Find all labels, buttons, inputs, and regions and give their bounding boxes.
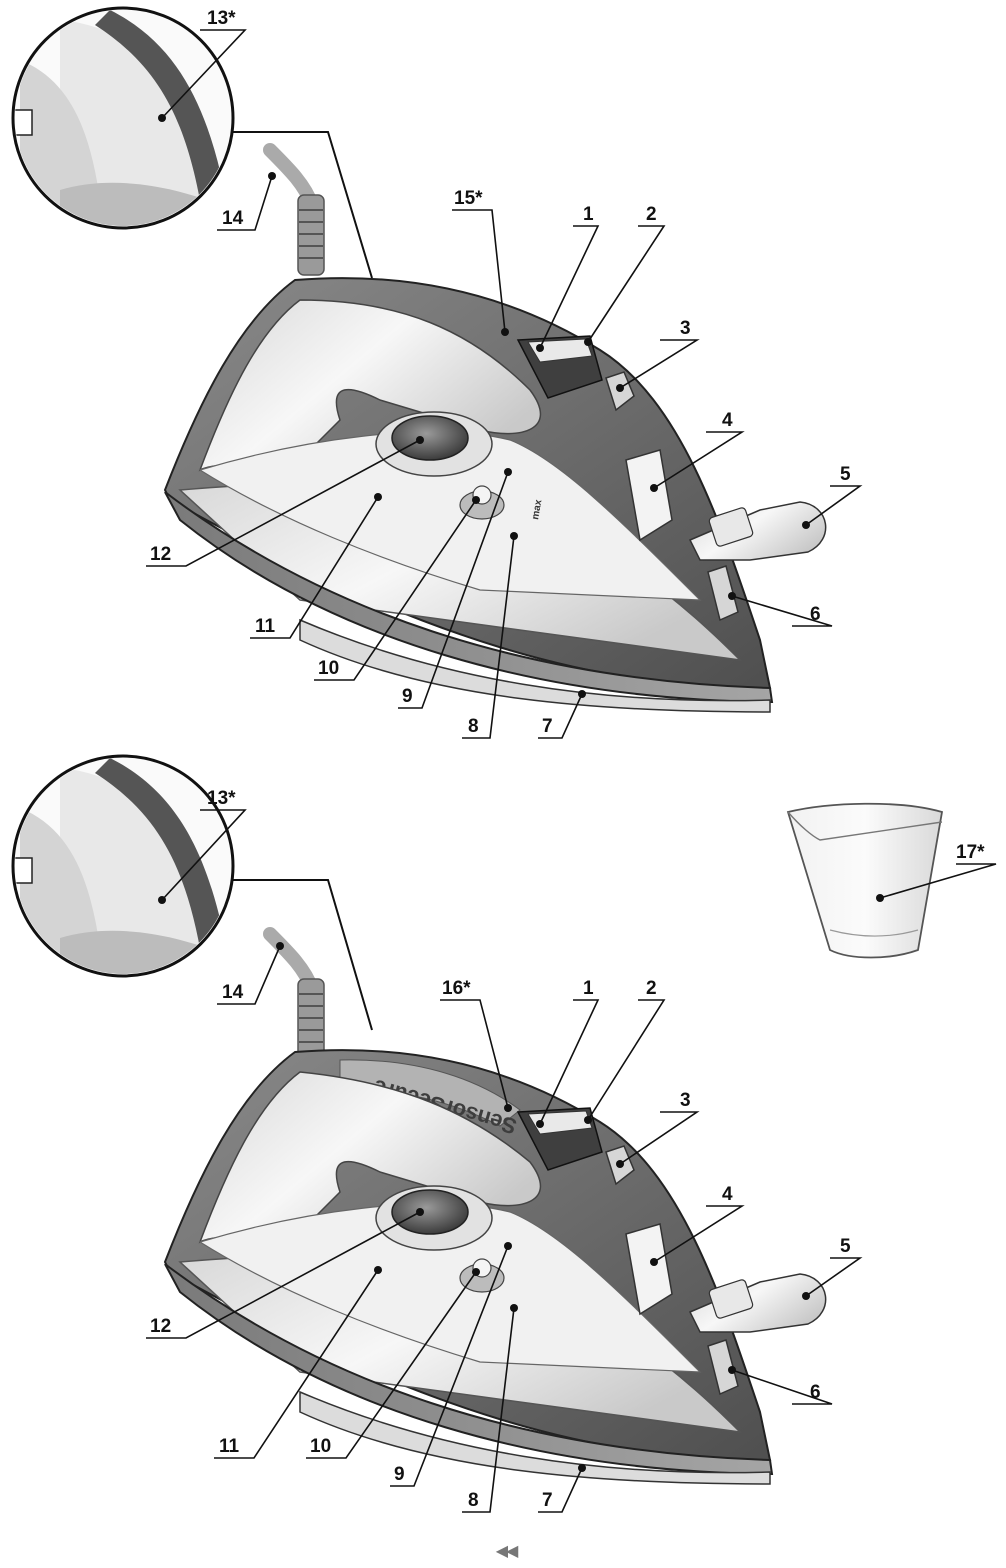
callout-label: 2 xyxy=(646,204,657,225)
callout-labels: 13* 14 16* 1 2 3 4 5 6 7 8 9 10 11 12 17… xyxy=(150,788,985,1511)
callout-label: 15* xyxy=(454,188,483,209)
callout-label: 9 xyxy=(394,1464,405,1485)
iron-body: SensorSecure xyxy=(163,1049,774,1485)
callout-label: 7 xyxy=(542,1490,553,1511)
callout-label: 12 xyxy=(150,544,171,565)
callout-dots xyxy=(158,114,810,698)
callout-label: 5 xyxy=(840,464,851,485)
magnifier-connector xyxy=(232,879,373,1031)
callout-label: 3 xyxy=(680,1090,691,1111)
callout-dots xyxy=(158,894,884,1472)
callout-label: 8 xyxy=(468,716,479,737)
callout-lines xyxy=(146,29,863,739)
callout-label: 10 xyxy=(310,1436,331,1457)
callout-label: 7 xyxy=(542,716,553,737)
callout-label: 3 xyxy=(680,318,691,339)
callout-label: 17* xyxy=(956,842,985,863)
power-cord xyxy=(263,927,325,1060)
callout-label: 16* xyxy=(442,978,471,999)
callout-label: 10 xyxy=(318,658,339,679)
callout-label: 1 xyxy=(583,978,594,999)
callout-label: 1 xyxy=(583,204,594,225)
callout-label: 9 xyxy=(402,686,413,707)
max-mark: max xyxy=(530,498,544,520)
callout-label: 11 xyxy=(255,616,276,637)
callout-lines xyxy=(146,809,997,1513)
power-cord xyxy=(263,143,325,276)
callout-label: 14 xyxy=(222,982,244,1003)
callout-labels: 13* 14 15* 1 2 3 4 5 6 7 8 9 10 11 12 xyxy=(150,8,851,737)
callout-label: 13* xyxy=(207,8,236,29)
callout-label: 5 xyxy=(840,1236,851,1257)
callout-label: 8 xyxy=(468,1490,479,1511)
double-left-arrow-icon[interactable]: ◀◀ xyxy=(495,1541,519,1560)
callout-label: 6 xyxy=(810,1382,821,1403)
iron-figure-bottom: SensorSecure xyxy=(11,754,997,1513)
steam-slider xyxy=(688,501,827,561)
iron-body: max xyxy=(163,277,774,713)
callout-label: 2 xyxy=(646,978,657,999)
magnifier-connector xyxy=(232,131,373,279)
steam-slider xyxy=(688,1273,827,1333)
iron-figure-top: max xyxy=(11,6,863,739)
magnifier-detail xyxy=(11,754,235,978)
callout-label: 11 xyxy=(219,1436,240,1457)
callout-label: 4 xyxy=(722,1184,733,1205)
magnifier-detail xyxy=(11,6,235,230)
callout-label: 14 xyxy=(222,208,244,229)
measuring-cup xyxy=(786,802,944,959)
callout-label: 12 xyxy=(150,1316,171,1337)
callout-label: 4 xyxy=(722,410,733,431)
callout-label: 6 xyxy=(810,604,821,625)
callout-label: 13* xyxy=(207,788,236,809)
